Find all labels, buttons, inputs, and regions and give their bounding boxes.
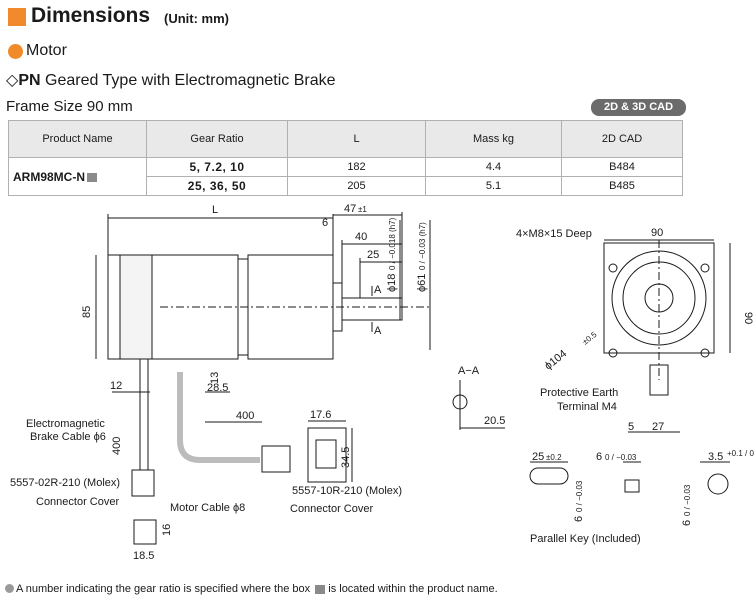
motor-cable-label: Motor Cable ϕ8 (170, 502, 245, 514)
connector-pins (315, 439, 337, 469)
bullet-dot-icon (8, 44, 23, 59)
keyway-depth: 6 (681, 520, 693, 526)
key-height-tol: 0 / −0.03 (575, 480, 584, 512)
page-title: Dimensions (31, 4, 151, 27)
dim-47-tol: ±1 (358, 205, 367, 214)
series-description: Geared Type with Electromagnetic Brake (45, 72, 336, 89)
dim-phi61-tol: 0 / −0.03 (h7) (418, 222, 427, 270)
gear-cell: 5, 7.2, 10 (146, 157, 288, 177)
connector-cover-label-2: Connector Cover (290, 503, 373, 515)
col-mass: Mass kg (425, 120, 562, 158)
note-dot-icon (5, 584, 14, 593)
key-length-tol: ±0.2 (546, 453, 562, 462)
dim-16: 16 (161, 524, 173, 536)
dim-phi104: ϕ104 (542, 348, 569, 373)
product-name-cell: ARM98MC-N (8, 157, 147, 196)
footnote: A number indicating the gear ratio is sp… (5, 583, 498, 595)
dim-18-5: 18.5 (133, 550, 154, 562)
footnote-text: A number indicating the gear ratio is sp… (16, 583, 311, 595)
series-name: PN (18, 72, 41, 89)
dim-6: 6 (322, 217, 328, 229)
section-marker (8, 8, 26, 26)
dim-5: 5 (628, 421, 634, 433)
cad-badge[interactable]: 2D & 3D CAD (591, 99, 686, 116)
col-2d-cad: 2D CAD (561, 120, 683, 158)
frame-size: Frame Size 90 mm (6, 98, 133, 115)
dim-l: L (212, 204, 218, 216)
col-l: L (287, 120, 426, 158)
table-row: 25, 36, 50 205 5.1 B485 (9, 176, 683, 196)
em-cable-label-1: Electromagnetic (26, 418, 105, 430)
keyway-depth-tol: 0 / −0.03 (683, 484, 692, 516)
key-length: 25 (532, 451, 544, 463)
dim-17-6: 17.6 (310, 409, 331, 421)
small-connector (131, 469, 155, 497)
mass-cell: 5.1 (425, 176, 562, 196)
key-width: 6 (596, 451, 602, 463)
dim-40: 40 (355, 231, 367, 243)
shaft-outline (341, 297, 403, 321)
key-width-tol: 0 / −0.03 (605, 453, 637, 462)
dim-47: 47 (344, 203, 356, 215)
connector-cover-label-1: Connector Cover (36, 496, 119, 508)
dim-13: 13 (209, 372, 221, 384)
dim-34-5: 34.5 (340, 447, 352, 468)
dim-phi61: ϕ61 (416, 274, 428, 292)
product-subtitle: ◇PN Geared Type with Electromagnetic Bra… (6, 72, 336, 89)
large-connector (261, 445, 291, 473)
earth-terminal (649, 364, 669, 396)
brake-section (119, 254, 153, 360)
l-cell: 205 (287, 176, 426, 196)
key-shaft-view (707, 473, 729, 495)
tapped-hole-label: 4×M8×15 Deep (516, 228, 592, 240)
connector-front-view (307, 427, 347, 483)
section-aa-label: A−A (458, 365, 480, 377)
large-connector-label: 5557-10R-210 (Molex) (292, 485, 402, 497)
dim-90-horizontal: 90 (651, 227, 663, 239)
cad-cell[interactable]: B485 (561, 176, 683, 196)
section-a-top: A (374, 284, 382, 296)
dim-27: 27 (652, 421, 664, 433)
keyway-offset-tol: +0.1 / 0 (727, 449, 754, 458)
dim-25: 25 (367, 249, 379, 261)
parallel-key-label: Parallel Key (Included) (530, 533, 641, 545)
dim-phi104-tol: ±0.5 (581, 330, 599, 347)
earth-label-2: Terminal M4 (557, 401, 617, 413)
dim-phi18: ϕ18 (386, 274, 398, 292)
dim-phi18-tol: 0 / −0.018 (h7) (388, 217, 397, 270)
product-name: ARM98MC-N (13, 169, 85, 184)
dim-20-5: 20.5 (484, 415, 505, 427)
dim-400-vertical: 400 (111, 437, 123, 455)
col-gear-ratio: Gear Ratio (146, 120, 288, 158)
em-cable-label-2: Brake Cable ϕ6 (30, 431, 106, 443)
dim-28-5: 28.5 (207, 382, 228, 394)
small-connector-label: 5557-02R-210 (Molex) (10, 477, 120, 489)
col-product-name: Product Name (8, 120, 147, 158)
small-connector-front (133, 519, 157, 545)
key-end-view (624, 479, 640, 493)
keyway-offset: 3.5 (708, 451, 723, 463)
unit-label: (Unit: mm) (164, 11, 229, 26)
dim-90-vertical: 90 (742, 312, 754, 324)
section-label: Motor (26, 42, 67, 59)
key-height: 6 (573, 516, 585, 522)
front-view-pilot (611, 250, 707, 346)
dim-12: 12 (110, 380, 122, 392)
motor-cable (177, 372, 260, 463)
table-row: ARM98MC-N 5, 7.2, 10 182 4.4 B484 (8, 157, 683, 196)
gear-box-icon (315, 584, 326, 594)
dim-400-horizontal: 400 (236, 410, 254, 422)
table-header-row: Product Name Gear Ratio L Mass kg 2D CAD (8, 120, 683, 158)
earth-label-1: Protective Earth (540, 387, 618, 399)
key-side-view (529, 467, 569, 485)
spec-table: Product Name Gear Ratio L Mass kg 2D CAD… (8, 120, 683, 196)
section-a-bottom: A (374, 325, 382, 337)
gear-box-icon (87, 172, 97, 182)
dim-85: 85 (81, 306, 93, 318)
footnote-text-end: is located within the product name. (328, 583, 498, 595)
